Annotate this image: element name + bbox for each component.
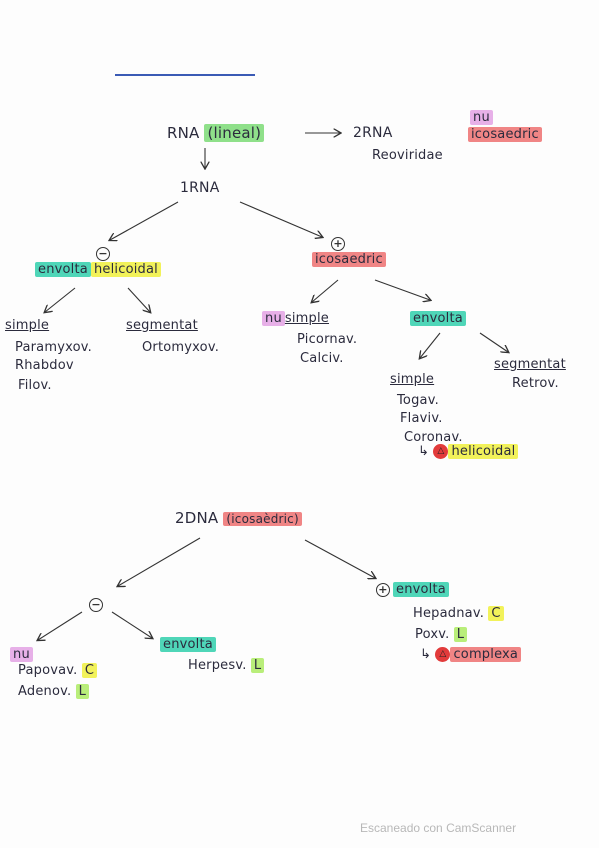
dna-minus-sign: − (89, 597, 103, 612)
rna-2rna: 2RNA (353, 125, 393, 141)
rna-retrov: Retrov. (512, 376, 559, 391)
rna-filov: Filov. (18, 378, 52, 393)
dna-complexa: complexa (450, 647, 522, 662)
dna-papovav: Papovav. (18, 663, 78, 678)
dna-hook-arrow: ↳ (420, 647, 432, 662)
arrow-neg-to-segmentat (127, 287, 150, 312)
rna-envolta: envolta (35, 262, 91, 277)
rna-simple-pos: simple (284, 311, 330, 326)
rna-segmentat-env: segmentat (494, 357, 566, 372)
dna-root: 2DNA (175, 509, 219, 527)
rna-root: RNA (167, 124, 200, 142)
arrow-2dna-to-neg (118, 537, 201, 586)
dna-c1: C (488, 606, 504, 621)
warning-icon: △ (433, 444, 449, 459)
rna-envolta-pos: envolta (410, 311, 466, 326)
rna-simple-neg: simple (5, 318, 50, 333)
dna-adenov: Adenov. (18, 684, 72, 699)
rna-flaviv: Flaviv. (400, 411, 443, 426)
rna-icosaedric-top: icosaedric (468, 127, 542, 142)
rna-1rna: 1RNA (180, 180, 220, 196)
rna-segmentat-neg: segmentat (126, 318, 198, 333)
rna-hook-arrow: ↳ (418, 444, 430, 459)
rna-rhabdov: Rhabdov (15, 358, 74, 373)
arrow-neg-to-envolta (111, 611, 152, 638)
rna-plus-sign: + (331, 236, 345, 251)
rna-simple-env: simple (390, 372, 435, 387)
dna-plus-sign: + (376, 582, 390, 597)
arrow-neg-to-simple (45, 287, 76, 312)
dna-l1: L (453, 627, 468, 642)
arrow-ico-to-simple (312, 279, 339, 302)
rna-nu-pos: nu (262, 311, 285, 326)
rna-picornav: Picornav. (297, 332, 358, 347)
dna-hepadnav: Hepadnav. (413, 606, 485, 621)
dna-poxv: Poxv. (415, 627, 450, 642)
dna-l3: L (250, 658, 265, 673)
rna-ortomyxov: Ortomyxov. (142, 340, 220, 355)
rna-paramyxov: Paramyxov. (15, 340, 92, 355)
dna-nu: nu (10, 647, 33, 662)
dna-envolta-neg: envolta (160, 637, 216, 652)
rna-reoviridae: Reoviridae (372, 148, 443, 163)
footer-watermark: Escaneado con CamScanner (360, 821, 517, 835)
arrow-1rna-to-neg (110, 201, 179, 240)
dna-icosaedric: (icosaèdric) (223, 512, 302, 526)
rna-coronav: Coronav. (404, 430, 463, 445)
arrow-env-to-segmentat (479, 332, 508, 352)
rna-icosaedric-pos: icosaedric (312, 252, 386, 267)
arrow-2dna-to-pos (304, 539, 375, 578)
arrow-ico-to-envolta (374, 279, 430, 300)
rna-nu-top: nu (470, 110, 493, 125)
rna-minus-sign: − (96, 246, 110, 261)
rna-togav: Togav. (397, 393, 439, 408)
dna-warning-icon: △ (435, 647, 451, 662)
arrow-1rna-to-pos (239, 201, 322, 237)
dna-l2: L (75, 684, 90, 699)
top-rule (115, 74, 255, 76)
arrow-env-to-simple (420, 332, 441, 358)
arrow-neg-to-nu (38, 611, 83, 640)
rna-lineal: (lineal) (204, 124, 265, 142)
dna-c2: C (81, 663, 98, 678)
rna-calciv: Calciv. (300, 351, 344, 366)
dna-envolta-pos: envolta (393, 582, 449, 597)
rna-helicoidal-corona: helicoidal (448, 444, 519, 459)
rna-helicoidal: helicoidal (90, 262, 161, 277)
dna-herpesv: Herpesv. (188, 658, 247, 673)
